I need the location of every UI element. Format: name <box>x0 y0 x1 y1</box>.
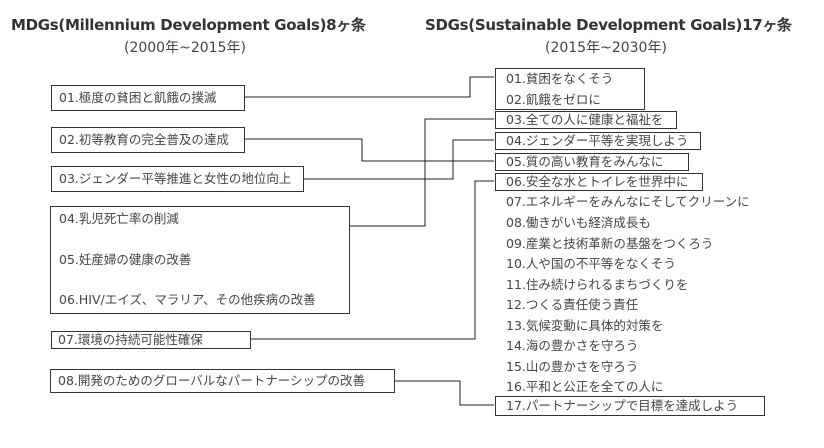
connector-mdg08-sdg17 <box>394 380 494 406</box>
connector-mdg03-sdg04 <box>425 139 494 180</box>
sdg-goal-09: 09.産業と技術革新の基盤をつくろう <box>506 236 714 251</box>
mdg-goal-04: 04.乳児死亡率の削減 <box>59 211 179 226</box>
sdg-goal-06: 06.安全な水とトイレを世界中に <box>506 174 689 189</box>
sdg-goal-03: 03.全ての人に健康と福祉を <box>506 112 664 127</box>
mdg-goal-box-08: 08.開発のためのグローバルなパートナーシップの改善 <box>50 369 395 393</box>
mdg-goal-05: 05.妊産婦の健康の改善 <box>59 252 192 267</box>
sdg-goal-02: 02.飢餓をゼロに <box>506 92 601 107</box>
mdg-goal-box-07: 07.環境の持続可能性確保 <box>51 331 251 349</box>
mdgs-period: (2000年~2015年) <box>124 40 246 56</box>
mdg-goal-box-01: 01.極度の貧困と飢餓の撲滅 <box>51 85 245 111</box>
sdg-goal-17: 17.パートナーシップで目標を達成しよう <box>506 398 739 413</box>
sdg-goal-07: 07.エネルギーをみんなにそしてクリーンに <box>506 194 750 209</box>
connector-mdg02-sdg05 <box>244 138 494 162</box>
sdg-goal-05: 05.質の高い教育をみんなに <box>506 154 664 169</box>
mdg-goal-box-02: 02.初等教育の完全普及の達成 <box>51 127 245 153</box>
sdg-goal-04: 04.ジェンダー平等を実現しよう <box>506 133 689 148</box>
mdg-goal-01: 01.極度の貧困と飢餓の撲滅 <box>59 90 217 105</box>
sdg-goal-box-01-02: 01.貧困をなくそう 02.飢餓をゼロに <box>495 68 645 110</box>
mdgs-title: MDGs(Millennium Development Goals)8ヶ条 <box>11 16 366 34</box>
connector-mdg01-sdg01-02 <box>244 76 494 98</box>
mdg-goal-07: 07.環境の持続可能性確保 <box>58 332 203 347</box>
mdg-goal-box-03: 03.ジェンダー平等推進と女性の地位向上 <box>51 166 304 192</box>
sdgs-period: (2015年~2030年) <box>545 40 667 56</box>
sdg-goal-box-17: 17.パートナーシップで目標を達成しよう <box>495 396 765 416</box>
sdg-goal-08: 08.働きがいも経済成長も <box>506 215 651 230</box>
sdg-goal-10: 10.人や国の不平等をなくそう <box>506 256 676 271</box>
sdg-goal-box-05: 05.質の高い教育をみんなに <box>495 153 689 171</box>
sdg-goal-box-06: 06.安全な水とトイレを世界中に <box>495 173 703 191</box>
mdg-goal-06: 06.HIV/エイズ、マラリア、その他疾病の改善 <box>59 292 316 307</box>
sdg-goal-14: 14.海の豊かさを守ろう <box>506 338 639 353</box>
connector-mdg03-sdg03 <box>303 118 494 180</box>
mdg-goal-03: 03.ジェンダー平等推進と女性の地位向上 <box>59 171 292 186</box>
mdg-goal-02: 02.初等教育の完全普及の達成 <box>59 132 229 147</box>
mdg-goal-box-04-06: 04.乳児死亡率の削減 05.妊産婦の健康の改善 06.HIV/エイズ、マラリア… <box>50 206 350 314</box>
sdg-goal-box-04: 04.ジェンダー平等を実現しよう <box>495 132 701 150</box>
sdg-goal-12: 12.つくる責任使う責任 <box>506 297 639 312</box>
connector-mdg04-06-sdg03 <box>349 179 426 227</box>
sdgs-title: SDGs(Sustainable Development Goals)17ヶ条 <box>425 16 792 34</box>
sdg-goal-16: 16.平和と公正を全ての人に <box>506 379 664 394</box>
sdg-goal-15: 15.山の豊かさを守ろう <box>506 359 639 374</box>
sdg-goal-11: 11.住み続けられるまちづくりを <box>506 277 689 292</box>
sdg-goal-box-03: 03.全ての人に健康と福祉を <box>495 111 677 129</box>
sdg-goal-13: 13.気候変動に具体的対策を <box>506 318 664 333</box>
sdg-goal-01: 01.貧困をなくそう <box>506 71 614 86</box>
mdg-goal-08: 08.開発のためのグローバルなパートナーシップの改善 <box>58 373 366 388</box>
